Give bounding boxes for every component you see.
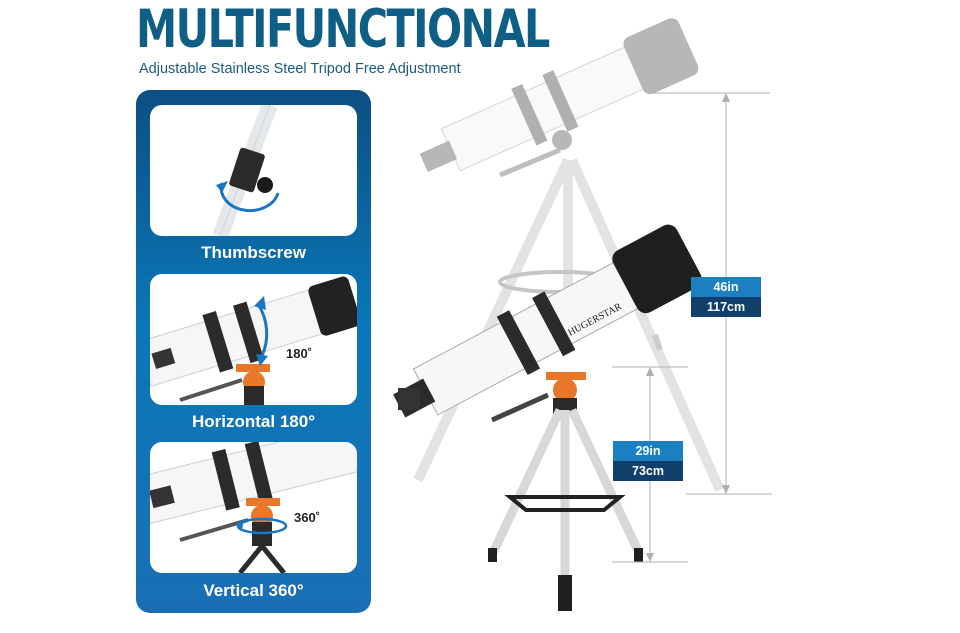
extended-telescope-ghost <box>413 18 725 493</box>
thumbscrew-illustration <box>212 105 280 236</box>
vertical-card: 360˚ <box>150 442 357 573</box>
vertical-angle-label: 360˚ <box>294 510 321 525</box>
feature-panel: Thumbscrew 180˚ Horizontal 180° <box>136 90 371 613</box>
horizontal-card: 180˚ <box>150 274 357 405</box>
horizontal-angle-label: 180˚ <box>286 346 313 361</box>
vertical-illustration <box>150 442 357 573</box>
thumbscrew-card <box>150 105 357 236</box>
page-subtitle: Adjustable Stainless Steel Tripod Free A… <box>139 61 461 77</box>
tilt-arc-arrow-icon <box>256 303 269 357</box>
horizontal-illustration <box>150 276 357 405</box>
max-height-inches: 46in <box>691 277 761 297</box>
max-height-cm: 117cm <box>691 297 761 317</box>
dimension-lines <box>612 92 772 563</box>
page-title: MULTIFUNCTIONAL <box>136 0 550 60</box>
horizontal-caption: Horizontal 180° <box>192 412 315 431</box>
thumbscrew-caption: Thumbscrew <box>201 243 306 262</box>
min-height-inches: 29in <box>613 441 683 461</box>
main-telescope: HUGERSTAR <box>393 224 702 611</box>
vertical-caption: Vertical 360° <box>203 581 304 600</box>
min-height-cm: 73cm <box>613 461 683 481</box>
